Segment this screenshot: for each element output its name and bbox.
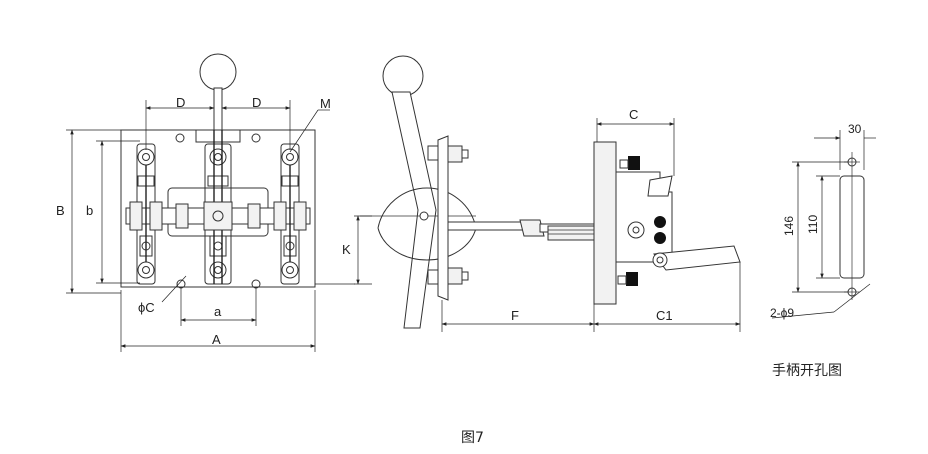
dim-f: F [511, 308, 519, 323]
dim-phi-c: ϕC [138, 300, 155, 315]
dim-a-large: A [212, 332, 221, 347]
dim-k: K [342, 242, 351, 257]
front-view: D D M B b ϕC a A [56, 53, 355, 352]
pole-right [273, 143, 307, 285]
handle-stem [213, 87, 223, 131]
dim-d-left: D [176, 95, 185, 110]
cutout-caption: 手柄开孔图 [772, 363, 842, 379]
handle-knob [199, 53, 237, 91]
dim-holes: 2-ϕ9 [770, 306, 794, 320]
dim-110: 110 [806, 215, 820, 234]
side-mount-panel [437, 135, 449, 301]
dim-b-outer: B [56, 203, 65, 218]
dim-m: M [320, 96, 331, 111]
dim-b-inner: b [86, 203, 93, 218]
dim-c1: C1 [656, 308, 673, 323]
dim-146: 146 [782, 216, 796, 236]
cutout-view: 30 146 110 2-ϕ9 [770, 122, 876, 320]
figure-caption: 图7 [461, 430, 484, 446]
dim-30: 30 [848, 122, 862, 136]
dim-a-small: a [214, 304, 222, 319]
dim-d-right: D [252, 95, 261, 110]
side-handle-knob [382, 55, 424, 97]
side-switch-plate [593, 141, 617, 305]
pole-left [129, 143, 163, 285]
side-view: K F C1 C [342, 55, 741, 332]
side-housing [377, 187, 477, 229]
side-lever [391, 91, 437, 329]
dim-c: C [629, 107, 638, 122]
pole-middle [203, 130, 233, 285]
